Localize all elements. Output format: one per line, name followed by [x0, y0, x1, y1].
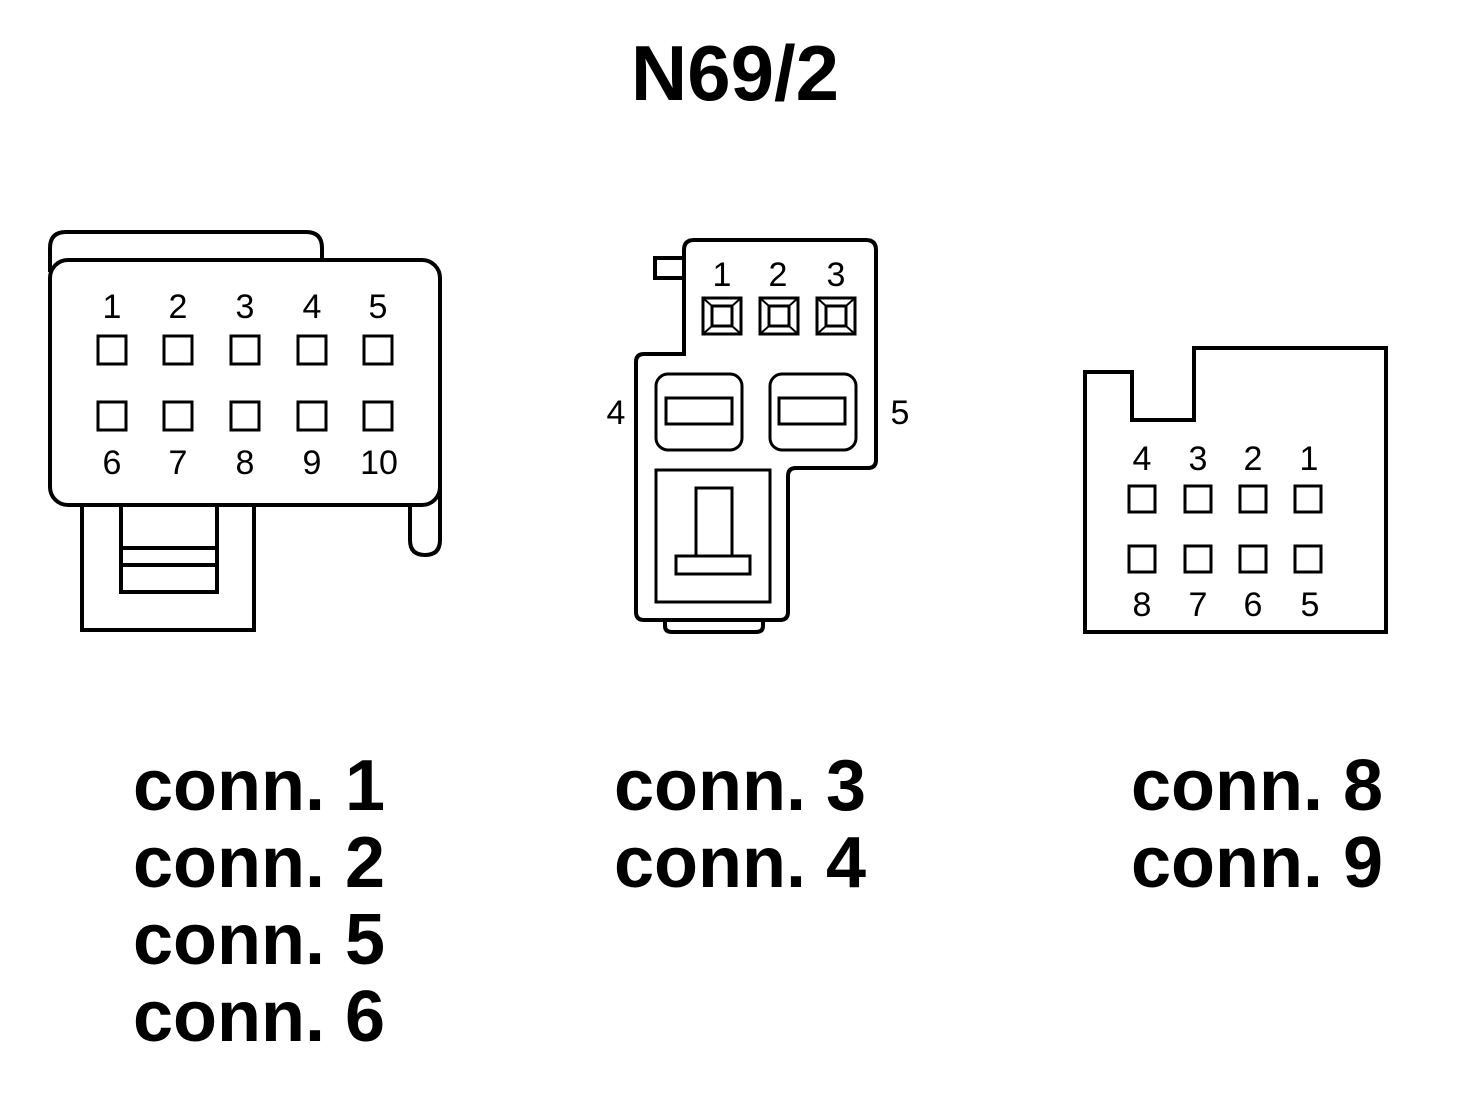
labels-left: conn. 1 conn. 2 conn. 5 conn. 6 — [133, 746, 385, 1057]
pin-number: 4 — [303, 288, 322, 326]
pin-number: 2 — [1244, 440, 1263, 478]
pin-socket — [96, 400, 128, 432]
connector-label: conn. 2 — [133, 823, 385, 903]
pin-number: 1 — [1300, 440, 1319, 478]
pin-row-top — [96, 334, 394, 366]
connector-latch-base — [674, 554, 752, 576]
pin-number: 7 — [1189, 586, 1208, 624]
connector-label: conn. 9 — [1131, 823, 1383, 903]
pin-number: 5 — [369, 288, 388, 326]
pin-socket — [296, 400, 328, 432]
pin-number: 2 — [769, 256, 788, 294]
pin-number: 5 — [891, 394, 910, 432]
labels-middle: conn. 3 conn. 4 — [614, 746, 866, 903]
pin-number: 3 — [1189, 440, 1208, 478]
pin-number: 7 — [169, 444, 188, 482]
connector-label: conn. 8 — [1131, 746, 1383, 826]
connector-body — [48, 258, 442, 507]
terminal-socket — [815, 296, 857, 336]
connector-label: conn. 5 — [133, 900, 385, 980]
connector-latch-stem — [694, 486, 734, 560]
pin-socket — [1238, 544, 1268, 574]
pin-socket — [1183, 544, 1213, 574]
pin-number: 3 — [236, 288, 255, 326]
pin-socket — [1127, 544, 1157, 574]
pin-number: 1 — [713, 256, 732, 294]
pin-number: 8 — [236, 444, 255, 482]
terminal-socket — [701, 296, 743, 336]
diagram-title: N69/2 — [631, 29, 839, 117]
blade-terminal — [664, 396, 734, 426]
pin-number: 5 — [1301, 586, 1320, 624]
connector-5-pin: 1 2 3 4 5 — [607, 238, 910, 634]
pin-row-top — [1127, 484, 1323, 514]
connector-label: conn. 6 — [133, 977, 385, 1057]
connector-10-pin: 1 2 3 4 5 6 7 8 9 10 — [48, 230, 442, 632]
pin-socket — [229, 400, 261, 432]
pin-number: 10 — [360, 444, 398, 482]
pin-row-bottom — [1127, 544, 1323, 574]
pin-number: 4 — [1133, 440, 1152, 478]
connector-label: conn. 4 — [614, 823, 866, 903]
pin-number: 3 — [827, 256, 846, 294]
terminal-socket — [758, 296, 800, 336]
pin-number: 1 — [103, 288, 122, 326]
pin-socket — [162, 400, 194, 432]
pin-socket — [362, 400, 394, 432]
pin-number: 2 — [169, 288, 188, 326]
blade-terminal — [777, 396, 847, 426]
pin-number: 4 — [607, 394, 626, 432]
pin-row-bottom — [96, 400, 394, 432]
pin-socket — [162, 334, 194, 366]
labels-right: conn. 8 conn. 9 — [1131, 746, 1383, 903]
pin-number: 6 — [1244, 586, 1263, 624]
connector-8-pin: 4 3 2 1 8 7 6 5 — [1083, 346, 1388, 634]
pin-number: 6 — [103, 444, 122, 482]
pin-socket — [1238, 484, 1268, 514]
pin-socket — [362, 334, 394, 366]
terminal-row-top — [701, 296, 857, 336]
connector-label: conn. 1 — [133, 746, 385, 826]
pin-socket — [1127, 484, 1157, 514]
pin-socket — [96, 334, 128, 366]
pin-socket — [1293, 484, 1323, 514]
pin-socket — [296, 334, 328, 366]
pin-number: 8 — [1133, 586, 1152, 624]
pin-socket — [229, 334, 261, 366]
pin-number: 9 — [303, 444, 322, 482]
connector-label: conn. 3 — [614, 746, 866, 826]
pin-socket — [1293, 544, 1323, 574]
pin-socket — [1183, 484, 1213, 514]
